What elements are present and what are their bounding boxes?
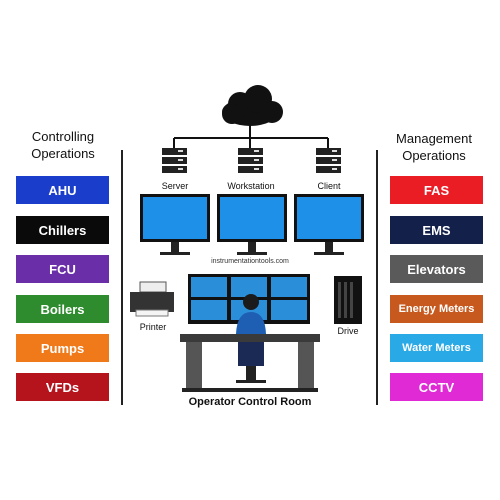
right-op-label: FAS bbox=[423, 182, 450, 198]
left-op-5[interactable]: Pumps bbox=[16, 334, 109, 362]
left-op-label: AHU bbox=[48, 182, 77, 198]
right-op-2[interactable]: EMS bbox=[390, 216, 483, 244]
left-op-label: VFDs bbox=[45, 379, 80, 395]
drive-icon bbox=[334, 276, 362, 324]
left-op-label: FCU bbox=[49, 261, 76, 277]
network-lines bbox=[173, 124, 329, 148]
right-op-6[interactable]: CCTV bbox=[390, 373, 483, 401]
client-icon bbox=[316, 148, 341, 173]
controlling-operations-heading: Controlling Operations bbox=[14, 128, 112, 162]
right-op-label: Energy Meters bbox=[398, 303, 475, 315]
left-divider bbox=[121, 150, 123, 405]
left-op-label: Boilers bbox=[40, 301, 85, 317]
server-icon bbox=[162, 148, 187, 173]
left-op-label: Chillers bbox=[38, 222, 87, 238]
right-op-3[interactable]: Elevators bbox=[390, 255, 483, 283]
management-heading-line2: Operations bbox=[402, 148, 466, 163]
right-op-label: CCTV bbox=[418, 379, 455, 395]
right-op-label: Water Meters bbox=[402, 342, 471, 354]
client-label: Client bbox=[317, 181, 341, 191]
left-op-label: Pumps bbox=[40, 340, 85, 356]
operator-desk bbox=[180, 334, 320, 392]
left-op-2[interactable]: Chillers bbox=[16, 216, 109, 244]
website-label: instrumentationtools.com bbox=[211, 258, 289, 265]
monitor-icon bbox=[140, 194, 210, 255]
right-op-4[interactable]: Energy Meters bbox=[390, 295, 483, 323]
management-operations-heading: Management Operations bbox=[382, 130, 486, 164]
workstation-icon bbox=[238, 148, 263, 173]
printer-icon bbox=[130, 281, 174, 317]
cloud-icon bbox=[222, 85, 283, 126]
right-op-5[interactable]: Water Meters bbox=[390, 334, 483, 362]
left-op-1[interactable]: AHU bbox=[16, 176, 109, 204]
server-label: Server bbox=[161, 181, 189, 191]
management-heading-line1: Management bbox=[396, 131, 472, 146]
monitor-icon bbox=[217, 194, 287, 255]
left-op-6[interactable]: VFDs bbox=[16, 373, 109, 401]
right-op-label: Elevators bbox=[407, 261, 466, 277]
operator-control-room-label: Operator Control Room bbox=[188, 396, 312, 408]
drive-label: Drive bbox=[337, 326, 359, 336]
right-divider bbox=[376, 150, 378, 405]
printer-label: Printer bbox=[139, 322, 167, 332]
operator-icon bbox=[236, 294, 266, 383]
left-op-3[interactable]: FCU bbox=[16, 255, 109, 283]
workstation-label: Workstation bbox=[227, 181, 275, 191]
controlling-heading-line1: Controlling bbox=[31, 129, 95, 144]
right-op-1[interactable]: FAS bbox=[390, 176, 483, 204]
left-op-4[interactable]: Boilers bbox=[16, 295, 109, 323]
monitor-icon bbox=[294, 194, 364, 255]
right-op-label: EMS bbox=[422, 222, 451, 238]
controlling-heading-line2: Operations bbox=[31, 146, 95, 161]
